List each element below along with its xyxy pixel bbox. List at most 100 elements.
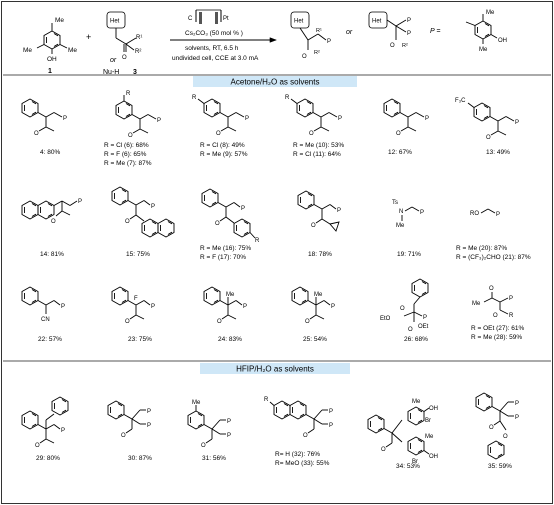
atom-label: P bbox=[331, 304, 335, 310]
compound-19: Ts N Me P bbox=[392, 200, 424, 229]
compound-label: R = Me (7): 87% bbox=[104, 160, 152, 167]
atom-label: OH bbox=[429, 454, 438, 460]
or-label: or bbox=[110, 57, 117, 64]
atom-label: P bbox=[407, 31, 411, 37]
atom-label: Me bbox=[192, 400, 201, 406]
compound-13: F₃C P O bbox=[455, 98, 519, 141]
atom-label: Me bbox=[314, 292, 323, 298]
compound-label: 18: 78% bbox=[308, 251, 332, 258]
atom-label: O bbox=[311, 223, 316, 229]
atom-label: O bbox=[390, 43, 395, 49]
reaction-scheme-header: Me Me Me OH 1 + Het R¹ O R² or Nu-H 3 bbox=[23, 9, 507, 76]
plus-sign: + bbox=[86, 32, 91, 42]
atom-label: Me bbox=[55, 17, 64, 24]
compound-label: R = Cl (6): 68% bbox=[104, 142, 149, 149]
compound-label: 31: 56% bbox=[202, 455, 226, 462]
atom-label: O bbox=[201, 443, 206, 449]
compound-26: P EtO O OEt O bbox=[380, 278, 429, 333]
compound-8-9: R P O bbox=[192, 95, 249, 137]
atom-label: O bbox=[396, 131, 401, 137]
heteroaryl-ketone-reactant: Het R¹ O R² bbox=[106, 11, 142, 61]
atom-label: P bbox=[515, 120, 519, 126]
conditions-cell: undivided cell, CCE at 3.0 mA bbox=[172, 55, 259, 62]
atom-label: OEt bbox=[418, 324, 429, 330]
atom-label: O bbox=[125, 219, 130, 225]
r1-label: R¹ bbox=[136, 35, 142, 41]
atom-label: R bbox=[509, 313, 514, 319]
atom-label: Me bbox=[472, 301, 481, 307]
atom-label: Me bbox=[425, 434, 434, 440]
compound-32-33: R P P O bbox=[264, 397, 333, 439]
atom-label: O bbox=[503, 434, 508, 440]
atom-label: O bbox=[215, 221, 220, 227]
compound-label: R = Me (9): 57% bbox=[200, 151, 248, 158]
r2-label: R² bbox=[314, 50, 320, 56]
atom-label: O bbox=[381, 447, 386, 453]
compound-29: P O bbox=[21, 396, 69, 449]
atom-label: OH bbox=[47, 56, 57, 63]
compound-30: P P O bbox=[107, 400, 151, 439]
compound-label: R = Me (10): 53% bbox=[293, 142, 344, 149]
compound-label: 35: 59% bbox=[488, 463, 512, 470]
atom-label: P bbox=[515, 415, 519, 421]
atom-label: F₃C bbox=[455, 98, 466, 104]
compound-label: R = Cl (8): 49% bbox=[200, 142, 245, 149]
compound-label: 24: 83% bbox=[218, 336, 242, 343]
p-group-structure: Me OH Me bbox=[465, 10, 507, 53]
compound-label: 22: 57% bbox=[38, 336, 62, 343]
compound-label: 12: 67% bbox=[388, 149, 412, 156]
atom-label: O bbox=[34, 131, 39, 137]
compound-label: R = Me (16): 75% bbox=[200, 245, 251, 252]
or-label: or bbox=[346, 29, 353, 36]
atom-label: OH bbox=[429, 406, 438, 412]
atom-label: EtO bbox=[380, 316, 391, 322]
compound-label: R = (CF₃)₂CHO (21): 87% bbox=[456, 254, 531, 261]
compound-label: R= MeO (33): 55% bbox=[275, 460, 330, 467]
atom-label: O bbox=[408, 327, 413, 333]
compound-label: 29: 80% bbox=[36, 455, 60, 462]
atom-label: P bbox=[63, 116, 67, 122]
compound-14: P O bbox=[21, 199, 82, 225]
atom-label: R bbox=[126, 91, 131, 97]
atom-label: Br bbox=[425, 418, 431, 424]
atom-label: R bbox=[255, 238, 260, 244]
atom-label: P bbox=[515, 401, 519, 407]
atom-label: O bbox=[51, 219, 56, 225]
atom-label: P bbox=[151, 204, 155, 210]
atom-label: P bbox=[496, 212, 500, 218]
compound-label: 23: 75% bbox=[128, 336, 152, 343]
het-label: Het bbox=[294, 19, 304, 25]
phenol-reactant: Me Me Me OH bbox=[23, 17, 77, 63]
compound-label: 26: 68% bbox=[404, 336, 428, 343]
atom-label: O bbox=[122, 55, 127, 61]
section-header-acetone bbox=[193, 76, 357, 87]
atom-label: P bbox=[227, 419, 231, 425]
atom-label: P bbox=[425, 116, 429, 122]
atom-label: O bbox=[305, 319, 310, 325]
atom-label: Me bbox=[412, 399, 421, 405]
atom-label: O bbox=[217, 319, 222, 325]
atom-label: RO bbox=[470, 211, 479, 217]
compound-label: 4: 80% bbox=[40, 149, 60, 156]
atom-label: P bbox=[61, 304, 65, 310]
atom-label: Me bbox=[396, 223, 405, 229]
compound-label: R= H (32): 76% bbox=[275, 451, 320, 458]
compound-label: 19: 71% bbox=[397, 251, 421, 258]
generic-product-2: Het P P O R² bbox=[368, 11, 411, 49]
reactant-3-label: 3 bbox=[133, 69, 137, 76]
het-label: Het bbox=[372, 19, 382, 25]
atom-label: R bbox=[192, 95, 197, 101]
compound-5-7: R P O bbox=[115, 91, 161, 139]
atom-label: O bbox=[125, 319, 130, 325]
atom-label: P bbox=[78, 199, 82, 205]
atom-label: Me bbox=[486, 10, 495, 16]
compound-label: R = F (6): 65% bbox=[104, 151, 147, 158]
section-title: Acetone/H₂O as solvents bbox=[231, 78, 320, 87]
compound-label: R = OEt (27): 61% bbox=[471, 325, 525, 332]
atom-label: Me bbox=[68, 47, 77, 54]
compound-label: R = Me (28): 59% bbox=[471, 334, 522, 341]
atom-label: Me bbox=[23, 47, 32, 54]
compound-22: P CN bbox=[21, 286, 65, 323]
compound-label: 15: 75% bbox=[126, 251, 150, 258]
